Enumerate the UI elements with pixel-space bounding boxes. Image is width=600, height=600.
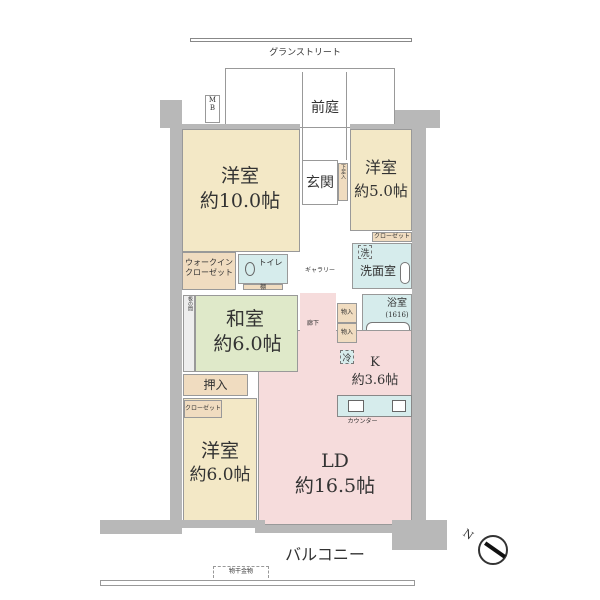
oshiire-label: 押入: [203, 378, 228, 392]
bath-size: (1616): [385, 311, 409, 319]
right-wall: [412, 110, 426, 525]
japanese-room-size: 約6.0帖: [213, 333, 282, 355]
japanese-room: [195, 295, 298, 372]
drying-rack: [213, 566, 269, 578]
oshiire: [183, 374, 248, 396]
western-room-1-name: 洋室: [220, 165, 259, 187]
compass-north: N: [460, 526, 476, 543]
entrance-label: 玄関: [306, 175, 334, 191]
western-room-1-size: 約10.0帖: [199, 190, 281, 212]
left-wall: [170, 100, 182, 525]
toilet-icon: [245, 262, 255, 276]
wall: [170, 520, 265, 528]
toilet: [238, 254, 288, 284]
stove-icon: [392, 400, 406, 412]
storage-1: 物入: [337, 303, 357, 323]
wall: [182, 124, 300, 129]
western-room-1: [182, 129, 300, 252]
sink-icon: [348, 400, 364, 412]
balcony-label: バルコニー: [285, 545, 365, 564]
wall: [100, 520, 182, 534]
walk-in-closet-label: ウォークイン クローゼット: [185, 258, 233, 277]
balcony-rail: [100, 580, 415, 586]
western-room-3-name: 洋室: [200, 440, 239, 462]
wall: [395, 110, 440, 128]
shoe-storage: 下足入: [338, 163, 348, 201]
closet-small: クローゼット: [372, 232, 412, 242]
wall: [255, 525, 425, 533]
hallway: [300, 293, 336, 333]
street-label: グランストリート: [269, 48, 341, 58]
sink-icon: [400, 262, 410, 284]
shelf: 棚: [243, 284, 283, 291]
garden-divider: [302, 72, 347, 160]
ld-size: 約16.5帖: [294, 475, 376, 497]
walk-in-closet: [182, 252, 236, 290]
wall: [392, 520, 447, 550]
counter-label: カウンター: [347, 418, 378, 425]
hallway-label: 廊下: [306, 320, 319, 327]
front-garden-label: 前庭: [311, 100, 339, 116]
fridge-space: 冷: [340, 350, 354, 364]
wall: [350, 124, 412, 129]
toilet-label: トイレ: [258, 258, 283, 267]
gallery-label: ギャラリー: [304, 267, 335, 274]
japanese-room-name: 和室: [225, 308, 264, 330]
front-garden: [225, 68, 395, 128]
western-room-3: [183, 398, 257, 525]
western-room-2-size: 約5.0帖: [354, 182, 408, 200]
kitchen-name: K: [370, 355, 380, 370]
western-room-3-size: 約6.0帖: [189, 465, 251, 485]
closet-3: クローゼット: [184, 400, 222, 418]
ld-name: LD: [321, 450, 349, 472]
kitchen-size: 約3.6帖: [351, 373, 399, 388]
bath-name: 浴室: [387, 298, 407, 309]
western-room-2-name: 洋室: [364, 158, 397, 177]
western-room-2: [350, 129, 412, 231]
board-floor: 板の間: [183, 295, 195, 372]
washer-space: 洗: [358, 245, 372, 259]
compass-icon: [478, 535, 508, 565]
meter-box: M B: [205, 95, 220, 123]
storage-2: 物入: [337, 323, 357, 343]
drying-rack-label: 物干金物: [228, 568, 253, 575]
entrance: [302, 160, 338, 205]
compass-needle: [484, 541, 506, 559]
street-line: [190, 38, 412, 42]
washroom-label: 洗面室: [359, 264, 396, 278]
